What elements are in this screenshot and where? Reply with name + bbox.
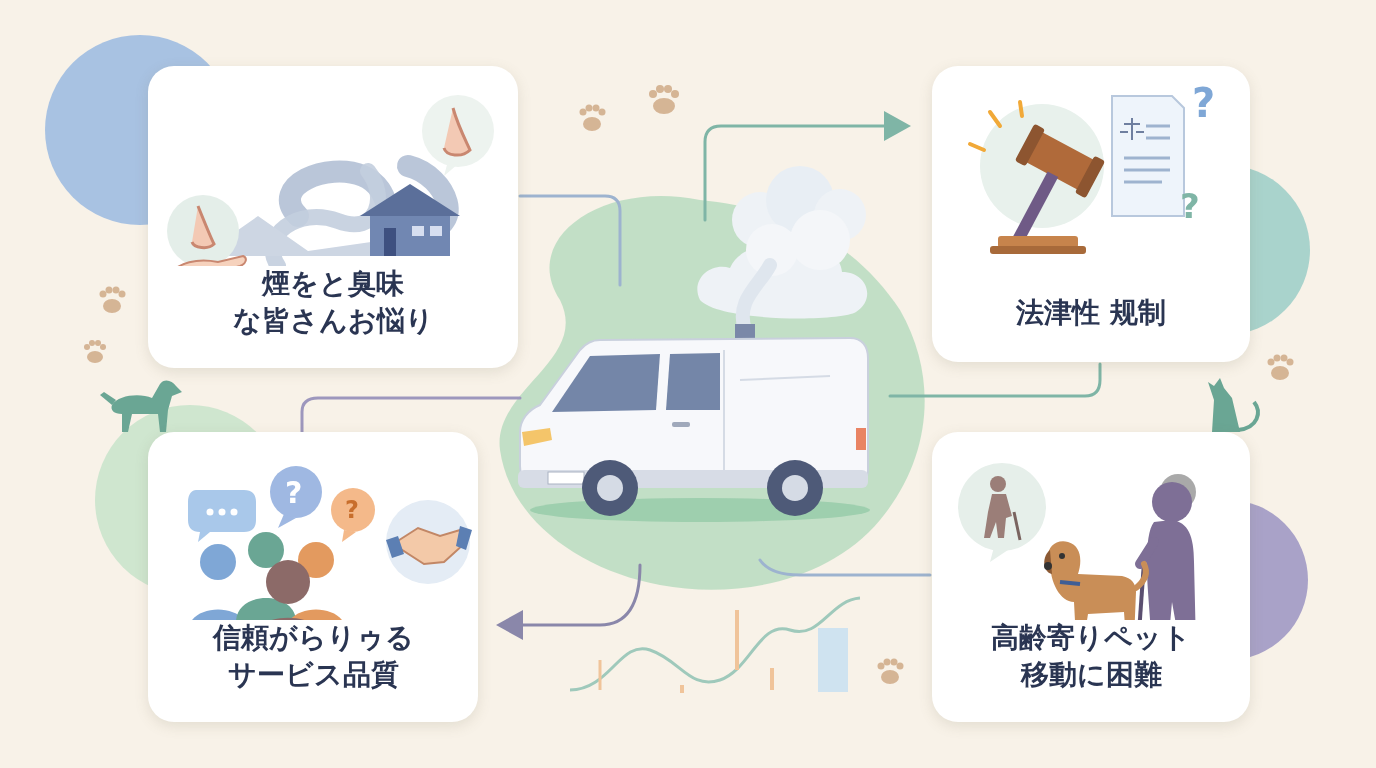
- card-icon: [148, 66, 518, 266]
- dog-silhouette: [100, 380, 182, 432]
- card-icon: [932, 432, 1250, 620]
- card-text: 高齢寄りペット 移動に困難: [941, 620, 1241, 694]
- leader-arrow: [705, 126, 905, 220]
- leader-line: [890, 364, 1100, 396]
- card-icon: [148, 432, 478, 620]
- problem-card: 信頼がらりゥる サービス品質: [148, 432, 478, 722]
- van: [518, 324, 870, 522]
- question-mark: ?: [345, 496, 359, 524]
- problem-card: 煙をと臭味 な皆さんお悩り: [148, 66, 518, 368]
- cat-silhouette: [1208, 378, 1258, 432]
- leader-arrow: [502, 565, 640, 625]
- leader-line: [760, 560, 930, 575]
- problem-card: 高齢寄りペット 移動に困難: [932, 432, 1250, 722]
- question-mark: ?: [1192, 80, 1215, 126]
- chart: [570, 598, 860, 693]
- smoke-cloud: [697, 166, 867, 330]
- leader-line: [520, 196, 620, 285]
- question-mark: ?: [285, 475, 302, 510]
- question-mark: ?: [1180, 186, 1200, 226]
- card-text: 法津性 规制: [946, 295, 1236, 332]
- card-text: 信頼がらりゥる サービス品質: [163, 620, 463, 694]
- card-text: 煙をと臭味 な皆さんお悩り: [168, 266, 498, 340]
- leader-line: [302, 398, 520, 432]
- center-blob: [500, 196, 925, 590]
